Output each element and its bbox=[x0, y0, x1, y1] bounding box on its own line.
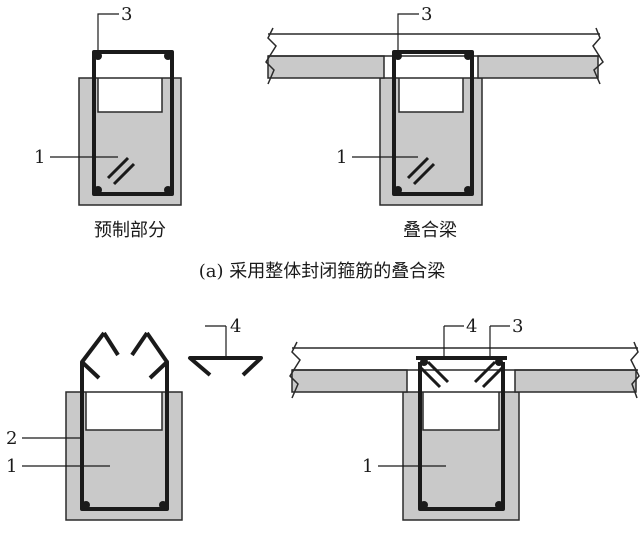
closed-stirrup bbox=[392, 50, 474, 196]
callout-3: 3 bbox=[512, 316, 523, 337]
fig-a-composite-beam: 3 1 叠合梁 bbox=[265, 4, 604, 241]
callout-4: 4 bbox=[230, 316, 241, 337]
callout-1: 1 bbox=[34, 147, 45, 168]
callout-3: 3 bbox=[121, 4, 132, 25]
callout-1: 1 bbox=[336, 147, 347, 168]
longitudinal-bar bbox=[164, 52, 172, 60]
fig-a-precast-part: 3 1 预制部分 bbox=[34, 4, 182, 241]
stirrup-hook bbox=[80, 331, 106, 364]
stirrup-hook bbox=[481, 365, 505, 389]
figure-a-caption: (a) 采用整体封闭箍筋的叠合梁 bbox=[199, 261, 446, 282]
stirrup-hook bbox=[130, 331, 149, 357]
precast-part-label: 预制部分 bbox=[94, 220, 166, 241]
break-mark-right bbox=[630, 341, 640, 399]
precast-beam-body bbox=[78, 77, 182, 206]
longitudinal-bar bbox=[394, 186, 402, 194]
break-mark-left bbox=[289, 341, 301, 399]
leader-line-3 bbox=[97, 13, 119, 56]
leader-line-3 bbox=[397, 13, 419, 56]
slab-right bbox=[514, 369, 637, 393]
stirrup-hook bbox=[112, 162, 136, 186]
composite-beam-label: 叠合梁 bbox=[403, 220, 457, 241]
composite-beam-body bbox=[379, 77, 483, 206]
longitudinal-bar bbox=[159, 501, 167, 509]
longitudinal-bar bbox=[464, 52, 472, 60]
stirrup-hook bbox=[106, 156, 130, 180]
stirrup-hook bbox=[473, 360, 497, 384]
fig-b-precast-part: 2 1 bbox=[6, 331, 183, 521]
longitudinal-bar bbox=[420, 358, 428, 366]
slab-left bbox=[267, 55, 385, 79]
break-mark-left bbox=[265, 27, 277, 85]
stirrup-hook bbox=[145, 331, 169, 364]
longitudinal-bar bbox=[94, 186, 102, 194]
longitudinal-bar bbox=[495, 501, 503, 509]
longitudinal-bar bbox=[420, 501, 428, 509]
longitudinal-bar bbox=[495, 358, 503, 366]
stirrup-hook bbox=[418, 365, 442, 389]
stirrup-hook bbox=[406, 156, 430, 180]
closed-stirrup bbox=[92, 50, 174, 196]
callout-3: 3 bbox=[421, 4, 432, 25]
stirrup-hook bbox=[412, 162, 436, 186]
precast-beam-body bbox=[65, 391, 183, 521]
slab-right bbox=[477, 55, 599, 79]
composite-beam-body bbox=[402, 391, 520, 521]
open-stirrup bbox=[80, 360, 169, 511]
callout-4: 4 bbox=[466, 316, 477, 337]
stirrup-hook bbox=[426, 360, 450, 384]
break-mark-right bbox=[592, 27, 604, 85]
longitudinal-bar bbox=[164, 186, 172, 194]
longitudinal-bar bbox=[82, 501, 90, 509]
stirrup-hook bbox=[102, 331, 120, 357]
callout-1: 1 bbox=[6, 456, 17, 477]
cap-tie bbox=[188, 356, 263, 377]
open-stirrup bbox=[418, 362, 505, 511]
longitudinal-bar bbox=[464, 186, 472, 194]
callout-1: 1 bbox=[362, 456, 373, 477]
callout-2: 2 bbox=[6, 428, 17, 449]
fig-b-composite-beam: 4 3 1 bbox=[289, 316, 640, 521]
slab-left bbox=[291, 369, 408, 393]
fig-b-cap-tie: 4 bbox=[188, 316, 263, 377]
